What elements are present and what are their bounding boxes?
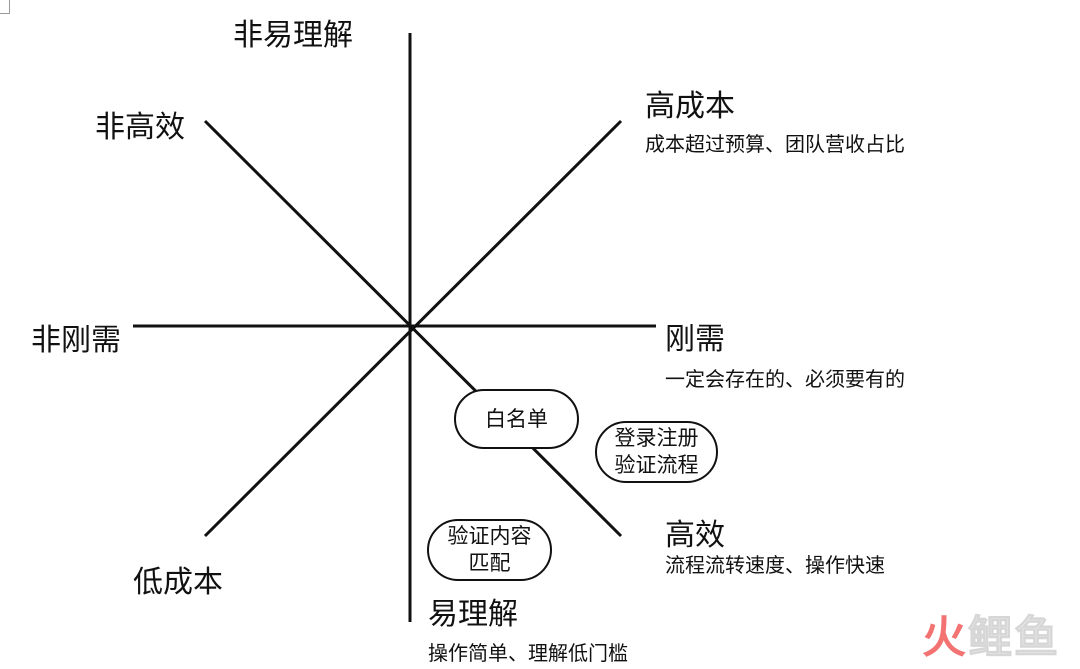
node-whitelist-label: 白名单 [485,406,548,431]
label-right: 刚需 [665,322,725,357]
efficiency-axis-line [203,119,623,538]
label-top-right-desc: 成本超过预算、团队营收占比 [645,132,905,156]
node-whitelist: 白名单 [454,389,579,449]
node-verify-content: 验证内容 匹配 [427,519,552,581]
watermark-first: 火 [922,612,968,663]
watermark-logo: 火鲤鱼 [922,601,1060,665]
label-top-right: 高成本 [645,89,735,124]
node-login-line1: 登录注册 [614,426,699,450]
corner-crop-mark [0,0,10,14]
label-bottom-desc: 操作简单、理解低门槛 [428,641,628,665]
label-left: 非刚需 [31,323,121,358]
label-bottom: 易理解 [428,597,518,632]
label-top-left: 非高效 [95,110,185,145]
node-verify-line2: 匹配 [468,551,511,575]
node-login-line2: 验证流程 [614,453,699,477]
node-verify-line1: 验证内容 [447,524,532,548]
label-right-desc: 一定会存在的、必须要有的 [665,367,905,391]
label-bottom-right-desc: 流程流转速度、操作快速 [665,553,885,577]
label-bottom-right: 高效 [665,518,725,553]
label-top: 非易理解 [233,18,353,53]
node-login-register: 登录注册 验证流程 [595,421,718,483]
watermark-rest: 鲤鱼 [968,612,1060,664]
label-bottom-left: 低成本 [133,565,223,600]
